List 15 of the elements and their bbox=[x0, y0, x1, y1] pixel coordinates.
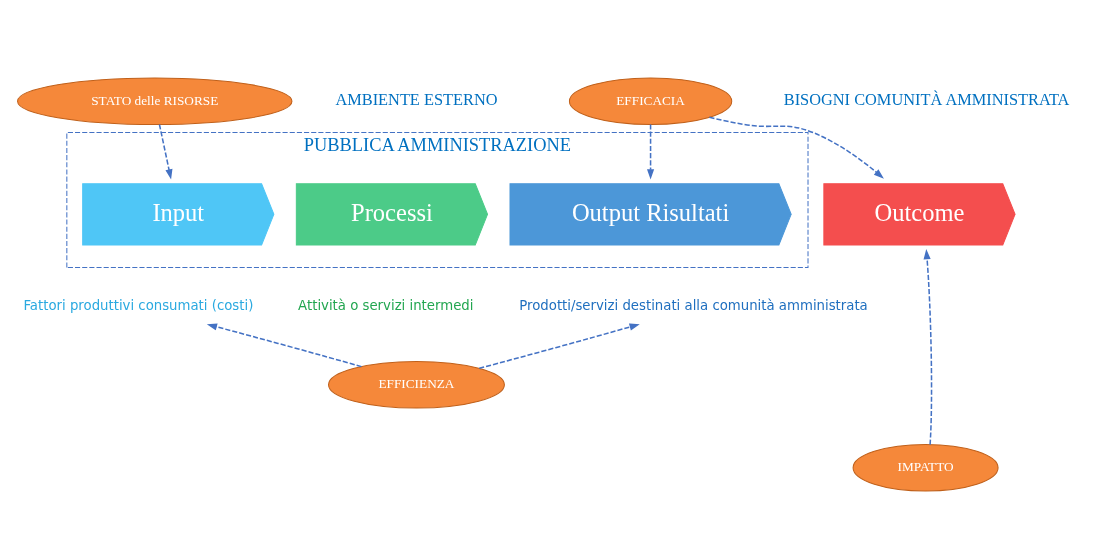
node-ellipse: EFFICACIA bbox=[568, 77, 733, 126]
node-ellipse: EFFICIENZA bbox=[328, 360, 505, 409]
arrow bbox=[647, 123, 655, 180]
arrow bbox=[206, 323, 363, 368]
node-ellipse: IMPATTO bbox=[852, 444, 999, 492]
arrow bbox=[923, 249, 933, 446]
label: BISOGNI COMUNITÀ AMMINISTRATA bbox=[783, 90, 1070, 110]
node-text: Attività o servizi intermedi bbox=[298, 297, 474, 313]
node-text: Fattori produttivi consumati (costi) bbox=[23, 297, 254, 313]
arrow bbox=[708, 116, 884, 179]
node-ellipse: STATO delle RISORSE bbox=[17, 77, 293, 126]
node-text: Prodotti/servizi destinati alla comunità amministrata bbox=[519, 297, 868, 313]
label: AMBIENTE ESTERNO bbox=[335, 90, 498, 110]
arrow bbox=[478, 323, 640, 370]
arrow bbox=[158, 123, 173, 180]
